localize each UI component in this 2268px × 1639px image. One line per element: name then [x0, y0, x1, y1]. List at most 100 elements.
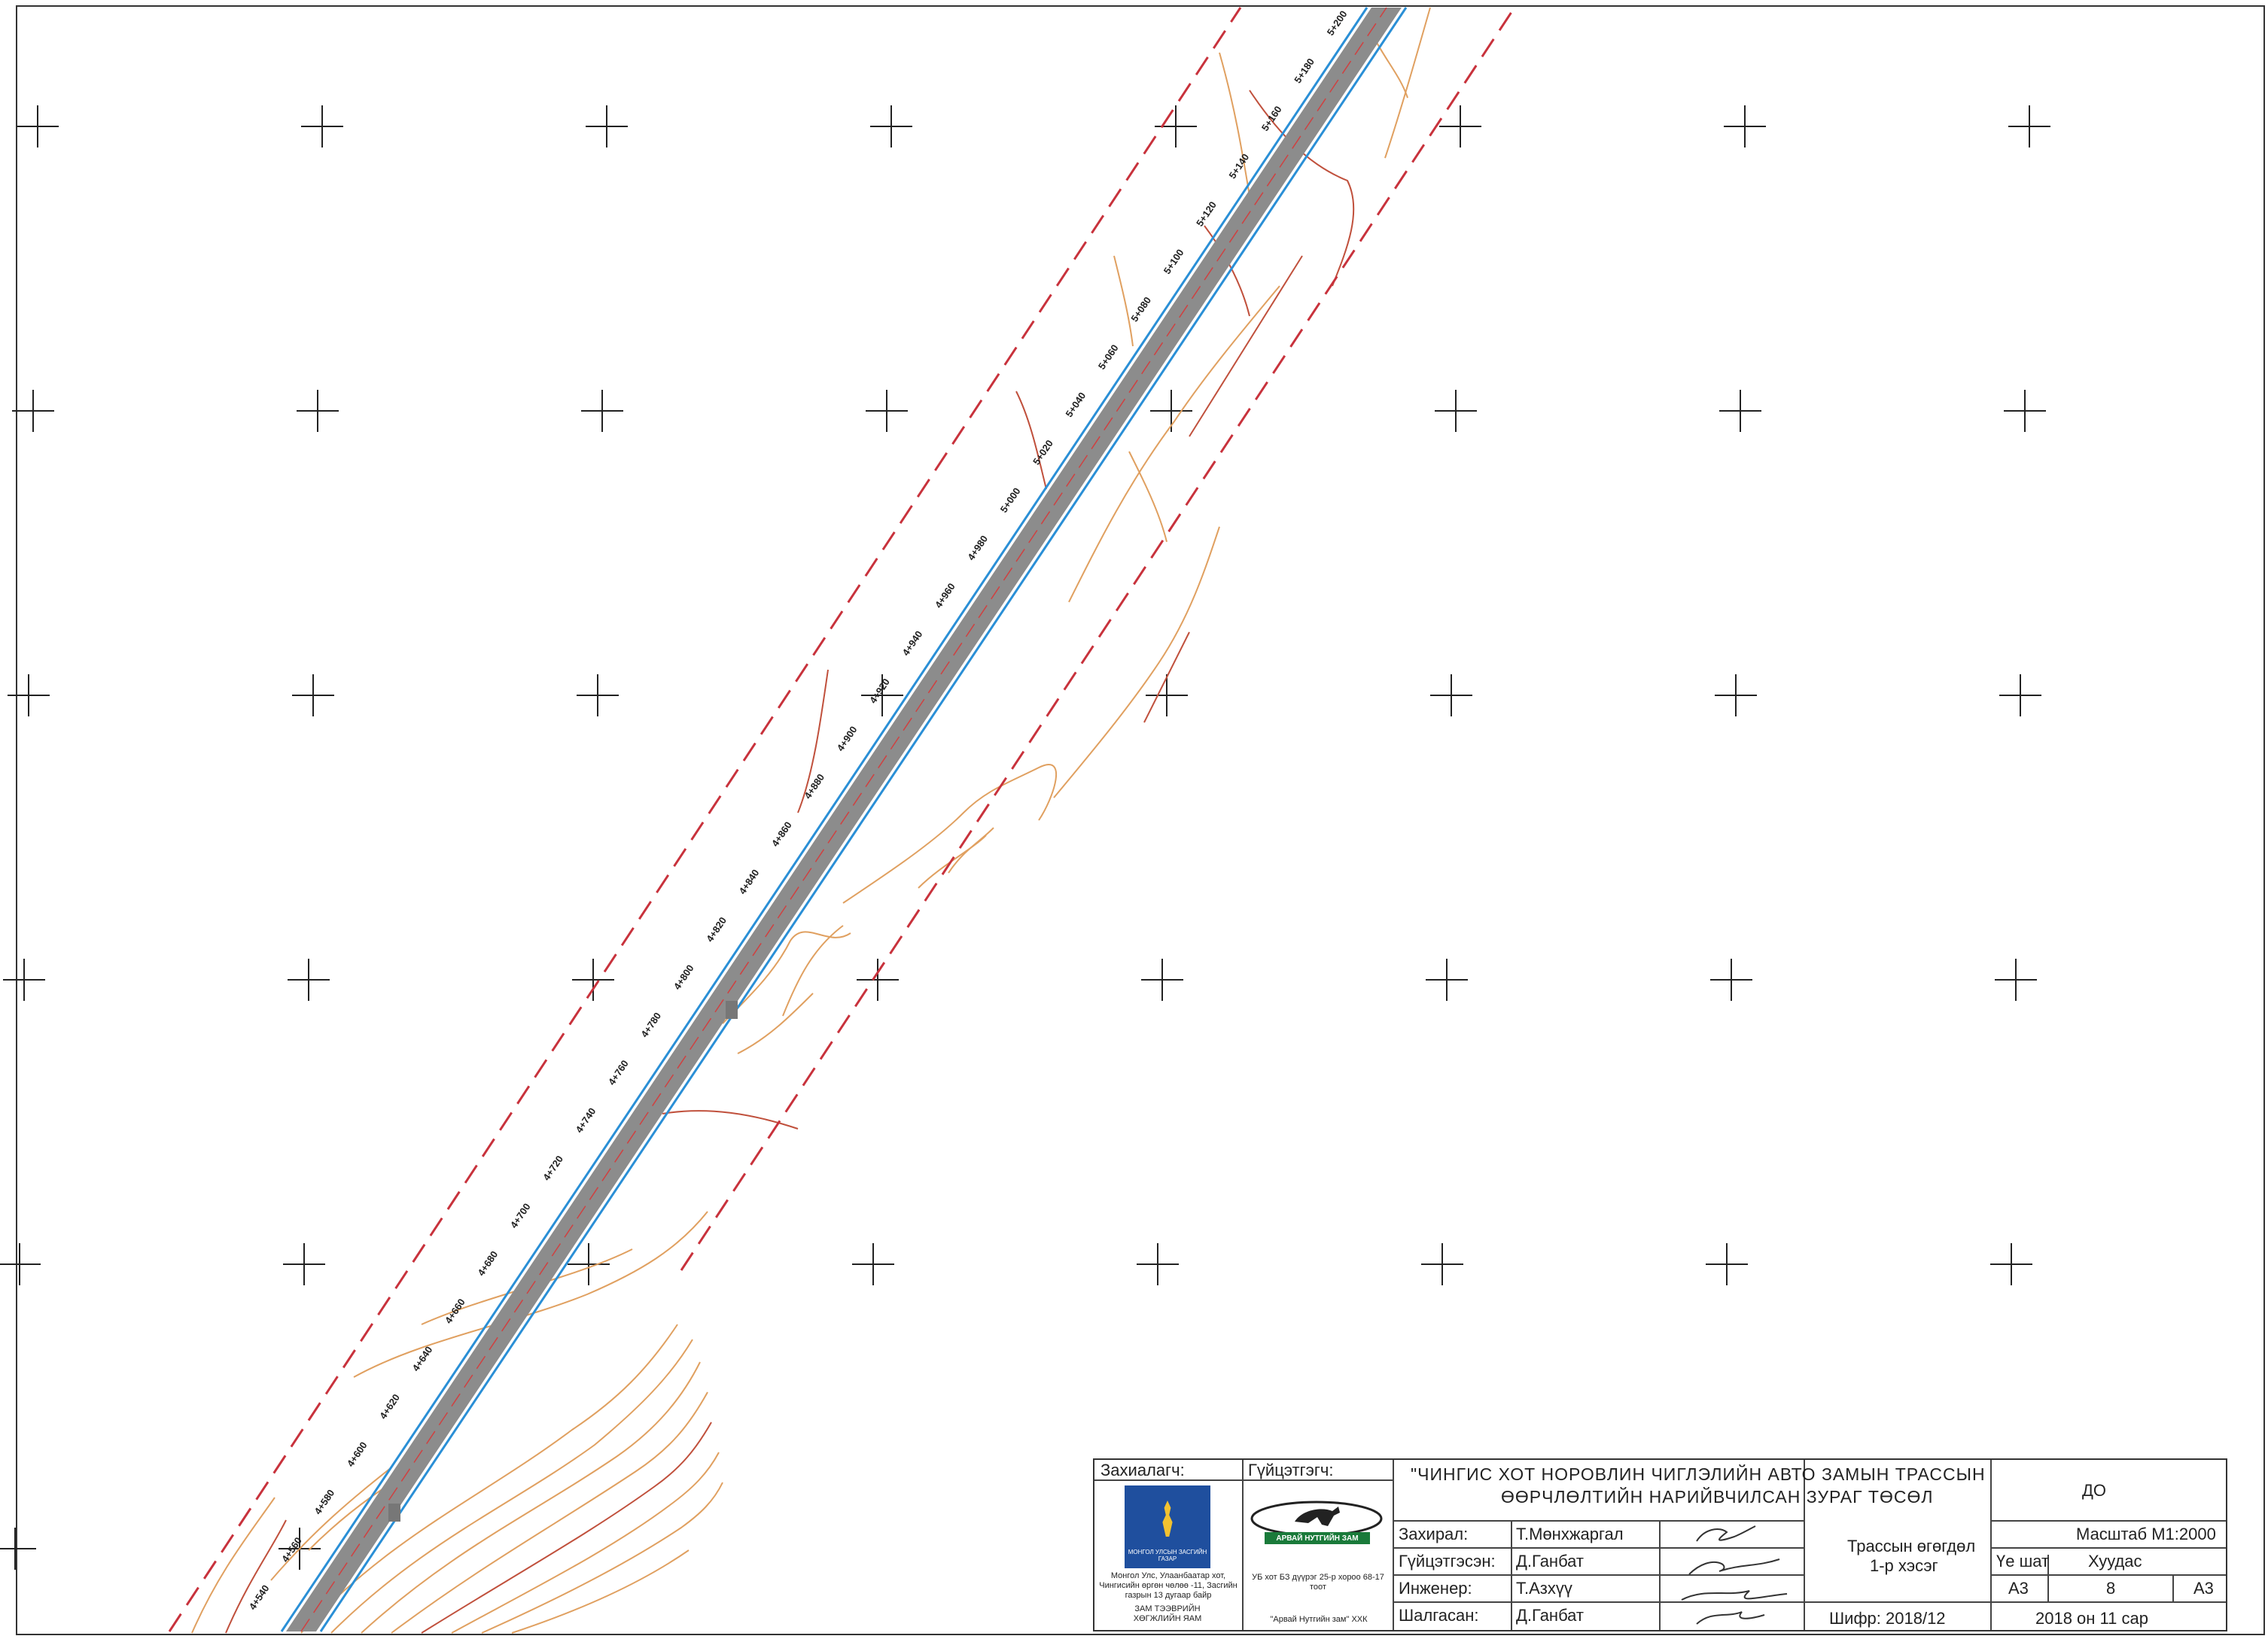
grid-crosses — [0, 105, 2050, 1570]
terrain-contours — [191, 7, 1431, 1634]
customer-label: Захиалагч: — [1101, 1461, 1185, 1479]
chainage-label: 5+060 — [1096, 342, 1121, 372]
contour-line — [1143, 631, 1190, 723]
contour-line — [737, 993, 814, 1054]
chainage-label: 4+940 — [900, 628, 925, 658]
role-engineer: Инженер: — [1399, 1579, 1472, 1598]
contour-line — [511, 1549, 690, 1634]
chainage-label: 4+740 — [574, 1105, 598, 1135]
row-right-line — [680, 7, 1516, 1271]
contour-line — [1015, 391, 1047, 490]
stage-label: Үе шат — [1996, 1552, 2050, 1571]
contractor-label: Гүйцэтгэгч: — [1248, 1461, 1334, 1479]
name-performed: Д.Ганбат — [1516, 1552, 1584, 1571]
contour-line — [481, 1482, 723, 1634]
format-value: А3 — [2193, 1579, 2214, 1598]
project-title-line-1: "ЧИНГИС ХОТ НОРОВЛИН ЧИГЛЭЛИЙН АВТО ЗАМЫ… — [1411, 1464, 1986, 1484]
role-performed: Гүйцэтгэсэн: — [1399, 1552, 1496, 1571]
chainage-label: 4+840 — [737, 867, 762, 896]
contour-line — [225, 1519, 287, 1634]
contour-line — [662, 1110, 799, 1130]
contour-line — [782, 925, 844, 1017]
road-edge-right — [319, 7, 1408, 1632]
chainage-label: 4+780 — [638, 1011, 663, 1040]
signature-director — [1696, 1525, 1756, 1542]
chainage-label: 5+000 — [998, 485, 1023, 515]
right-of-way-lines — [168, 7, 1516, 1632]
contour-line — [1189, 255, 1303, 437]
chainage-label: 4+540 — [247, 1583, 272, 1612]
culvert-marker — [726, 1001, 738, 1019]
horse-icon — [1295, 1507, 1340, 1526]
chainage-label: 4+820 — [704, 915, 729, 944]
contractor-logo: АРВАЙ НУТГИЙН ЗАМ — [1250, 1499, 1384, 1547]
soyombo-emblem — [1162, 1501, 1173, 1537]
chainage-label: 5+200 — [1325, 8, 1350, 38]
contour-line — [1068, 285, 1280, 603]
chainage-label: 4+900 — [835, 724, 860, 753]
contour-line — [270, 1467, 392, 1581]
chainage-label: 5+080 — [1128, 295, 1153, 324]
contour-line — [1128, 451, 1167, 543]
contour-line — [948, 827, 994, 874]
role-director: Захирал: — [1399, 1525, 1469, 1543]
signature-checked — [1696, 1611, 1765, 1625]
name-director: Т.Мөнхжаргал — [1516, 1525, 1624, 1543]
chainage-label: 4+640 — [410, 1344, 435, 1373]
scale: Масштаб М1:2000 — [2076, 1525, 2216, 1543]
chainage-label: 4+680 — [475, 1249, 500, 1279]
chainage-label: 4+800 — [671, 962, 696, 992]
customer-logo-text: МОНГОЛ УЛСЫН ЗАСГИЙН ГАЗАР — [1128, 1549, 1207, 1562]
chainage-label: 4+980 — [965, 534, 990, 563]
sheet-value: 8 — [2106, 1579, 2116, 1598]
chainage-label: 4+580 — [312, 1488, 336, 1517]
road-edge-left — [280, 7, 1368, 1632]
chainage-label: 4+880 — [802, 772, 827, 801]
contour-line — [353, 1211, 708, 1378]
cipher: Шифр: 2018/12 — [1829, 1609, 1946, 1628]
chainage-label: 5+120 — [1194, 199, 1219, 229]
stage-value: А3 — [2008, 1579, 2029, 1598]
contour-line — [1204, 225, 1250, 317]
customer-logo: МОНГОЛ УЛСЫН ЗАСГИЙН ГАЗАР — [1125, 1485, 1210, 1568]
chainage-labels: 4+5404+5604+5804+6004+6204+6404+6604+680… — [247, 8, 1350, 1612]
chainage-label: 5+100 — [1161, 247, 1186, 276]
signatures — [1681, 1525, 1788, 1625]
culvert-marker — [388, 1504, 400, 1522]
chainage-label: 4+760 — [606, 1058, 631, 1087]
chainage-label: 4+620 — [377, 1392, 402, 1422]
contour-line — [842, 764, 1057, 904]
contour-line — [451, 1452, 720, 1634]
project-title-line-2: ӨӨРЧЛӨЛТИЙН НАРИЙВЧИЛСАН ЗУРАГ ТӨСӨЛ — [1501, 1487, 1934, 1507]
title-block: Захиалагч: Гүйцэтгэгч: МОНГОЛ УЛСЫН ЗАСГ… — [1093, 1458, 2227, 1631]
chainage-label: 4+720 — [540, 1154, 565, 1183]
date: 2018 он 11 сар — [2035, 1609, 2148, 1628]
contractor-address: УБ хот БЗ дүүрэг 25-р хороо 68-17 тоот — [1252, 1573, 1384, 1592]
contour-line — [300, 1324, 678, 1634]
signature-engineer — [1681, 1590, 1788, 1601]
road-centerline — [300, 7, 1387, 1632]
name-checked: Д.Ганбат — [1516, 1606, 1584, 1625]
chainage-label: 4+920 — [867, 677, 892, 706]
contour-line — [1249, 90, 1355, 287]
chainage-label: 5+140 — [1226, 151, 1251, 181]
contour-line — [330, 1339, 693, 1634]
contour-line — [1053, 526, 1220, 798]
chainage-label: 4+660 — [443, 1297, 467, 1326]
chainage-label: 4+600 — [345, 1440, 370, 1469]
stage-code: ДО — [2082, 1481, 2107, 1500]
contractor-name: "Арвай Нутгийн зам" ХХК — [1270, 1615, 1368, 1624]
contour-line — [1384, 7, 1431, 159]
contour-line — [1113, 255, 1134, 347]
role-checked: Шалгасан: — [1399, 1606, 1479, 1625]
contour-line — [191, 1497, 276, 1634]
contractor-logo-text: АРВАЙ НУТГИЙН ЗАМ — [1276, 1534, 1359, 1543]
sheet-title-line-1: Трассын өгөгдөл — [1847, 1537, 1976, 1555]
customer-address: Монгол Улс, Улаанбаатар хот, Чингисийн ө… — [1099, 1571, 1238, 1600]
contour-line — [1219, 52, 1250, 196]
name-engineer: Т.Азхүү — [1516, 1579, 1572, 1598]
contour-line — [421, 1422, 712, 1634]
contour-line — [361, 1361, 701, 1634]
sheet-frame — [16, 5, 2265, 1635]
